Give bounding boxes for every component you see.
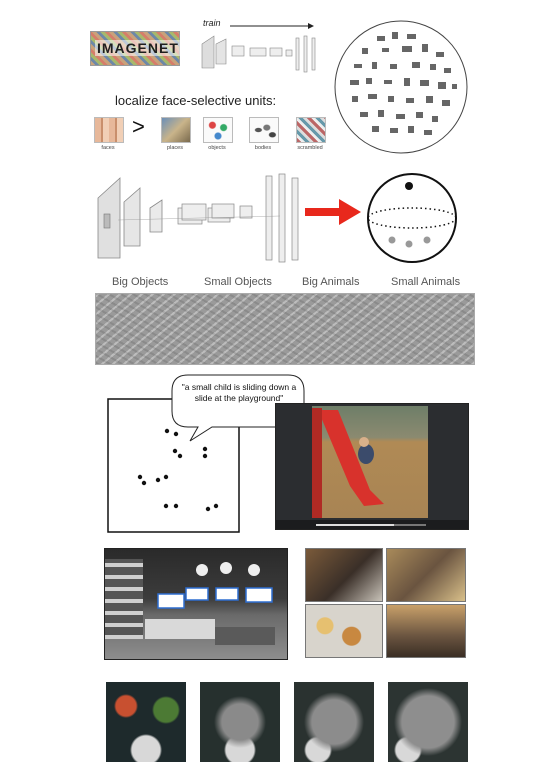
object-space-circle [334, 20, 468, 154]
faces-thumbnail [94, 117, 124, 143]
objects-caption: objects [208, 145, 226, 151]
imagenet-logo-text: IMAGENET [95, 40, 181, 56]
aquarium-image-mask-1 [200, 682, 280, 762]
aquarium-image-mask-2 [294, 682, 374, 762]
label-small-animals: Small Animals [391, 276, 461, 288]
face-annotation-boxes [157, 562, 273, 609]
train-label: train [203, 18, 221, 28]
label-small-objects: Small Objects [204, 276, 272, 288]
kitchen-photo-1 [305, 548, 383, 602]
kitchen-photo-2 [386, 548, 466, 602]
bodies-caption: bodies [254, 145, 272, 151]
video-progress-fill [316, 524, 394, 526]
faces-caption: faces [101, 145, 115, 151]
speech-bubble-text: "a small child is sliding down a slide a… [181, 382, 297, 403]
objects-thumbnail [203, 117, 233, 143]
red-arrow [305, 199, 361, 225]
places-caption: places [167, 145, 183, 151]
train-arrow-head [308, 23, 314, 29]
aquarium-image-original [106, 682, 186, 762]
greater-than-symbol: > [132, 114, 145, 139]
places-thumbnail [161, 117, 191, 143]
label-big-objects: Big Objects [112, 276, 169, 288]
small-network-diagram [201, 23, 316, 73]
kitchen-photo-4 [386, 604, 466, 658]
aquarium-image-mask-3 [388, 682, 468, 762]
label-big-animals: Big Animals [302, 276, 360, 288]
scrambled-caption: scrambled [297, 145, 323, 151]
video-control-bar[interactable] [276, 520, 468, 529]
food-photo-3 [305, 604, 383, 658]
texform-strip [95, 293, 475, 365]
localize-title: localize face-selective units: [115, 93, 277, 108]
sphere-diagram [367, 173, 457, 263]
imagenet-logo: IMAGENET [90, 31, 181, 66]
bodies-thumbnail [249, 117, 279, 143]
speech-bubble-shape [171, 374, 305, 442]
slide-shape [312, 408, 384, 518]
video-player [275, 403, 469, 530]
scrambled-thumbnail [296, 117, 326, 143]
large-network-diagram [97, 173, 299, 263]
